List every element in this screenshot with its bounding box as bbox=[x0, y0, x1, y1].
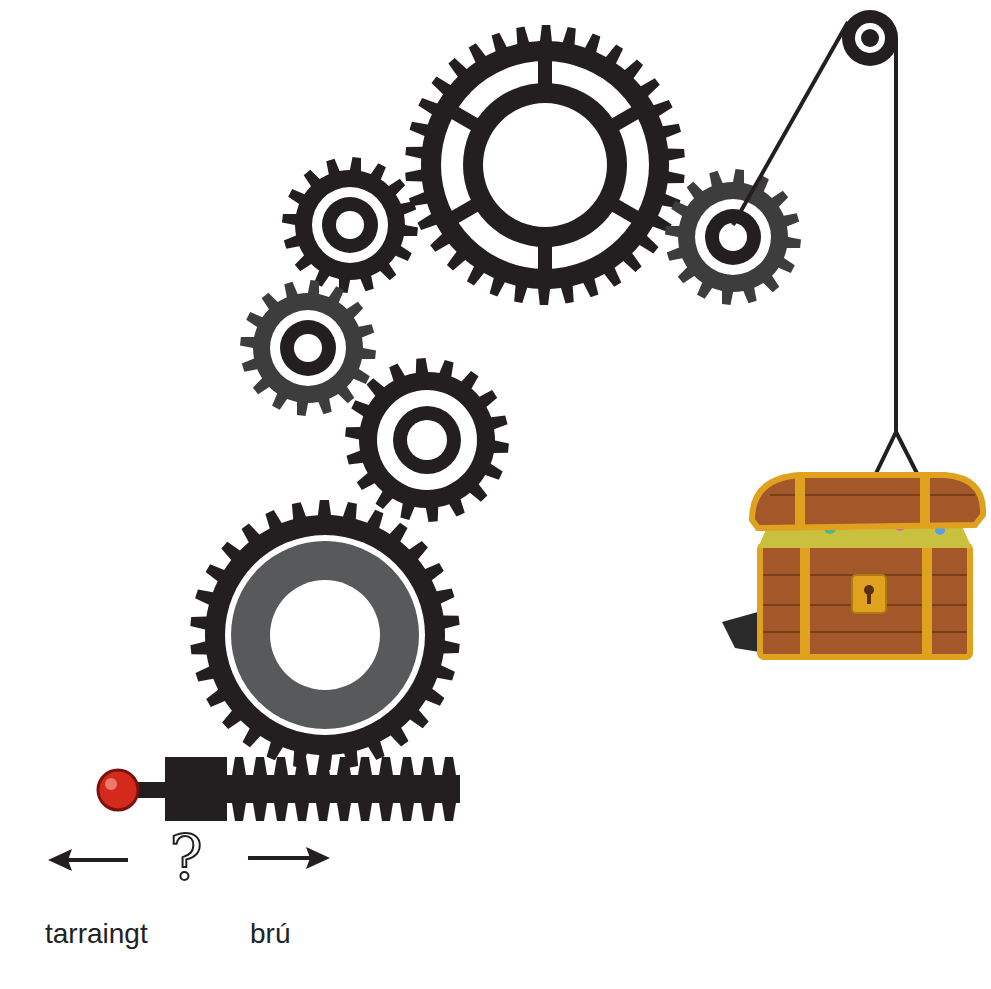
gear-ring bbox=[294, 334, 322, 362]
gear-ring bbox=[322, 197, 378, 253]
rack-tooth bbox=[421, 803, 435, 821]
gear bbox=[190, 500, 459, 770]
gear-spoke bbox=[538, 245, 552, 271]
gear-ring bbox=[695, 199, 771, 275]
gear-ring bbox=[393, 406, 461, 474]
gear-ring bbox=[280, 320, 336, 376]
gear bbox=[405, 25, 685, 305]
rack-tooth bbox=[232, 757, 246, 775]
rack-tooth bbox=[316, 803, 330, 821]
gear-spoke bbox=[614, 112, 637, 125]
rack-tooth bbox=[358, 803, 372, 821]
direction-label: brú bbox=[250, 920, 290, 948]
rack-tooth bbox=[274, 757, 288, 775]
gear-ring bbox=[441, 61, 649, 269]
pulley-axle bbox=[861, 29, 879, 47]
gear bbox=[282, 157, 418, 293]
rack-tooth bbox=[337, 757, 351, 775]
pulley-ring bbox=[855, 23, 885, 53]
gear-ring bbox=[336, 211, 364, 239]
gear-ring bbox=[270, 580, 380, 690]
treasure-chest bbox=[722, 475, 983, 660]
gear-spoke bbox=[453, 205, 476, 218]
rack-tooth bbox=[295, 803, 309, 821]
gear bbox=[345, 358, 509, 522]
rack-tooth bbox=[400, 803, 414, 821]
rack-tooth bbox=[274, 803, 288, 821]
rack-tooth bbox=[379, 803, 393, 821]
rack bbox=[165, 757, 460, 821]
direction-label: tarraingt bbox=[45, 920, 148, 948]
knob-shine bbox=[105, 778, 117, 790]
rack-tooth bbox=[379, 757, 393, 775]
rack-tooth bbox=[421, 757, 435, 775]
gear-ring bbox=[705, 209, 761, 265]
gear-ring bbox=[312, 187, 388, 263]
rack-tooth bbox=[358, 757, 372, 775]
gear-ring bbox=[231, 541, 419, 729]
rack-tooth bbox=[316, 757, 330, 775]
pulley bbox=[842, 10, 898, 66]
gear bbox=[665, 169, 801, 305]
gear-train bbox=[190, 25, 801, 770]
rack-tooth bbox=[295, 757, 309, 775]
rack-tooth bbox=[253, 757, 267, 775]
question-mark: ? bbox=[169, 827, 202, 889]
rack-tooth bbox=[442, 803, 456, 821]
gear-ring bbox=[270, 310, 346, 386]
gear-spoke bbox=[614, 205, 637, 218]
gear-ring bbox=[719, 223, 747, 251]
rack-tooth bbox=[232, 803, 246, 821]
gear bbox=[240, 280, 376, 416]
gear-ring bbox=[225, 535, 425, 735]
handle-knob bbox=[98, 770, 138, 810]
rack-tooth bbox=[442, 757, 456, 775]
gear-spoke bbox=[453, 112, 476, 125]
gear-ring bbox=[407, 420, 447, 460]
rack-tooth bbox=[253, 803, 267, 821]
rack-tooth bbox=[400, 757, 414, 775]
gear-spoke bbox=[538, 59, 552, 85]
rack-tooth bbox=[337, 803, 351, 821]
gear-ring bbox=[377, 390, 477, 490]
gear-ring bbox=[463, 83, 627, 247]
gear-ring bbox=[483, 103, 607, 227]
